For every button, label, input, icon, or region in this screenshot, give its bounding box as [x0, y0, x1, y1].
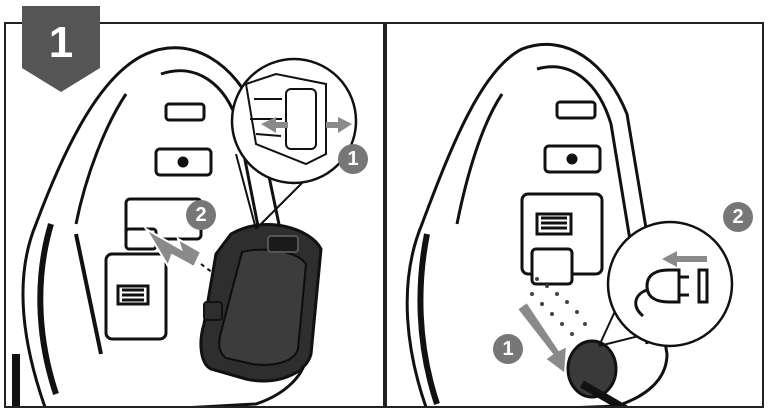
- squeeze-arrow-left-icon: [261, 117, 288, 133]
- right-panel: 2 1: [385, 22, 764, 408]
- squeeze-arrow-right-icon: [326, 117, 352, 133]
- remove-arrow-icon: [143, 226, 203, 269]
- right-illustration: [405, 43, 734, 406]
- left-illustration: [12, 46, 358, 406]
- tool-body-illustration-right: [405, 43, 669, 406]
- battery-pack-illustration: [199, 223, 323, 383]
- callout-2-right: 2: [723, 202, 753, 232]
- step-number: 1: [48, 18, 74, 67]
- callout-1-right: 1: [493, 334, 523, 364]
- left-panel: 1 2: [4, 22, 385, 408]
- zoom-circle-plug: [598, 220, 734, 348]
- socket-icon: [697, 268, 709, 304]
- insert-arrow-icon: [515, 300, 569, 376]
- step-badge: 1: [22, 6, 100, 98]
- plug-icon: [634, 268, 689, 318]
- charging-port-dots: [530, 277, 587, 336]
- plug-in-arrow-icon: [662, 251, 707, 267]
- step-badge-shape: [22, 6, 100, 92]
- zoom-circle: [230, 57, 358, 230]
- callout-2-left: 2: [186, 200, 216, 230]
- callout-1-left: 1: [338, 144, 368, 174]
- plug-connector-illustration: [566, 339, 629, 406]
